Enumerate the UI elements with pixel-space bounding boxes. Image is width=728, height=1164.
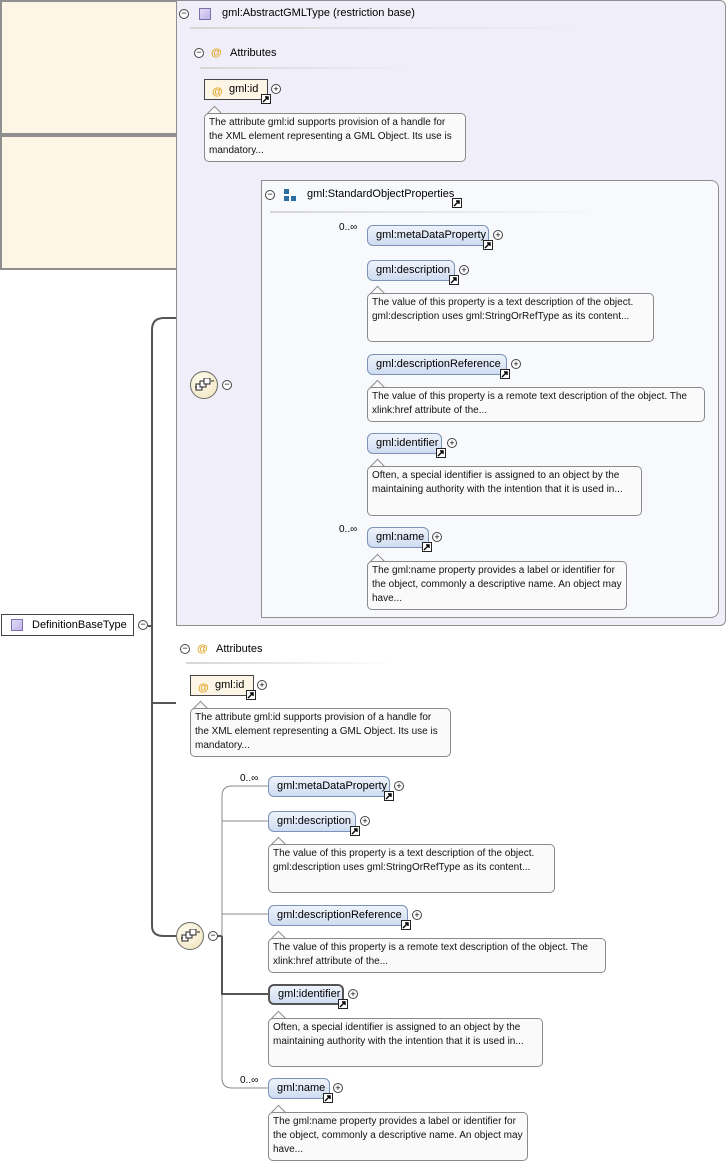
reference-link-icon[interactable] bbox=[384, 791, 394, 801]
documentation-box: Often, a special identifier is assigned … bbox=[367, 466, 642, 516]
expand-toggle[interactable]: + bbox=[447, 438, 457, 448]
base-attributes-title: Attributes bbox=[230, 47, 277, 59]
element-identifier[interactable]: gml:identifier bbox=[268, 984, 344, 1005]
complex-type-icon bbox=[199, 8, 211, 20]
base-type-collapse-toggle[interactable]: − bbox=[179, 9, 189, 19]
expand-toggle[interactable]: + bbox=[348, 989, 358, 999]
base-attribute-gml-id[interactable]: @ gml:id bbox=[204, 79, 268, 100]
divider bbox=[186, 662, 396, 664]
complex-type-icon bbox=[11, 619, 23, 631]
reference-link-icon[interactable] bbox=[452, 198, 462, 208]
attribute-icon: @ bbox=[197, 643, 208, 655]
reference-link-icon[interactable] bbox=[261, 94, 271, 104]
occurrence-label: 0..∞ bbox=[339, 524, 358, 535]
attribute-icon: @ bbox=[198, 682, 209, 694]
root-collapse-toggle[interactable]: − bbox=[138, 620, 148, 630]
group-element-descriptionreference[interactable]: gml:descriptionReference bbox=[367, 354, 507, 375]
attribute-label: gml:id bbox=[215, 679, 245, 691]
group-collapse-toggle[interactable]: − bbox=[265, 190, 275, 200]
sequence-compositor-icon[interactable] bbox=[176, 922, 204, 950]
reference-link-icon[interactable] bbox=[500, 369, 510, 379]
root-type-label: DefinitionBaseType bbox=[32, 619, 127, 631]
reference-link-icon[interactable] bbox=[401, 920, 411, 930]
attribute-icon: @ bbox=[212, 86, 223, 98]
expand-toggle[interactable]: + bbox=[271, 84, 281, 94]
attribute-label: gml:id bbox=[229, 83, 259, 95]
group-element-identifier[interactable]: gml:identifier bbox=[367, 433, 442, 454]
attributes-collapse-toggle[interactable]: − bbox=[180, 644, 190, 654]
divider bbox=[270, 211, 600, 213]
documentation-box: The attribute gml:id supports provision … bbox=[190, 708, 451, 757]
expand-toggle[interactable]: + bbox=[432, 532, 442, 542]
reference-link-icon[interactable] bbox=[483, 240, 493, 250]
documentation-box: The attribute gml:id supports provision … bbox=[204, 113, 466, 162]
divider bbox=[190, 27, 590, 29]
group-element-metadataproperty[interactable]: gml:metaDataProperty bbox=[367, 225, 489, 246]
divider bbox=[200, 67, 410, 69]
reference-link-icon[interactable] bbox=[449, 275, 459, 285]
sequence-collapse-toggle[interactable]: − bbox=[222, 380, 232, 390]
expand-toggle[interactable]: + bbox=[333, 1083, 343, 1093]
reference-link-icon[interactable] bbox=[338, 999, 348, 1009]
expand-toggle[interactable]: + bbox=[511, 359, 521, 369]
element-metadataproperty[interactable]: gml:metaDataProperty bbox=[268, 776, 390, 797]
expand-toggle[interactable]: + bbox=[412, 910, 422, 920]
expand-toggle[interactable]: + bbox=[257, 680, 267, 690]
group-icon bbox=[284, 189, 296, 201]
group-element-name[interactable]: gml:name bbox=[367, 527, 429, 548]
reference-link-icon[interactable] bbox=[350, 826, 360, 836]
base-type-title: gml:AbstractGMLType (restriction base) bbox=[222, 7, 415, 19]
reference-link-icon[interactable] bbox=[422, 542, 432, 552]
reference-link-icon[interactable] bbox=[436, 448, 446, 458]
documentation-box: Often, a special identifier is assigned … bbox=[268, 1018, 543, 1067]
documentation-box: The value of this property is a remote t… bbox=[367, 387, 705, 422]
documentation-box: The value of this property is a text des… bbox=[268, 844, 555, 893]
occurrence-label: 0..∞ bbox=[240, 773, 259, 784]
occurrence-label: 0..∞ bbox=[240, 1075, 259, 1086]
root-type-node[interactable]: DefinitionBaseType bbox=[1, 614, 134, 636]
reference-link-icon[interactable] bbox=[246, 690, 256, 700]
documentation-box: The value of this property is a text des… bbox=[367, 293, 654, 342]
documentation-box: The gml:name property provides a label o… bbox=[268, 1112, 528, 1161]
sequence-compositor-icon[interactable] bbox=[190, 371, 218, 399]
group-title: gml:StandardObjectProperties bbox=[307, 188, 455, 200]
documentation-box: The gml:name property provides a label o… bbox=[367, 561, 627, 610]
occurrence-label: 0..∞ bbox=[339, 222, 358, 233]
element-description[interactable]: gml:description bbox=[268, 811, 356, 832]
attribute-gml-id[interactable]: @ gml:id bbox=[190, 675, 254, 696]
base-attributes-collapse-toggle[interactable]: − bbox=[194, 48, 204, 58]
sequence-collapse-toggle[interactable]: − bbox=[208, 931, 218, 941]
expand-toggle[interactable]: + bbox=[394, 781, 404, 791]
element-name[interactable]: gml:name bbox=[268, 1078, 330, 1099]
attribute-icon: @ bbox=[211, 47, 222, 59]
expand-toggle[interactable]: + bbox=[493, 230, 503, 240]
reference-link-icon[interactable] bbox=[323, 1093, 333, 1103]
expand-toggle[interactable]: + bbox=[459, 265, 469, 275]
group-element-description[interactable]: gml:description bbox=[367, 260, 455, 281]
expand-toggle[interactable]: + bbox=[360, 816, 370, 826]
attributes-title: Attributes bbox=[216, 643, 263, 655]
element-descriptionreference[interactable]: gml:descriptionReference bbox=[268, 905, 408, 926]
documentation-box: The value of this property is a remote t… bbox=[268, 938, 606, 973]
